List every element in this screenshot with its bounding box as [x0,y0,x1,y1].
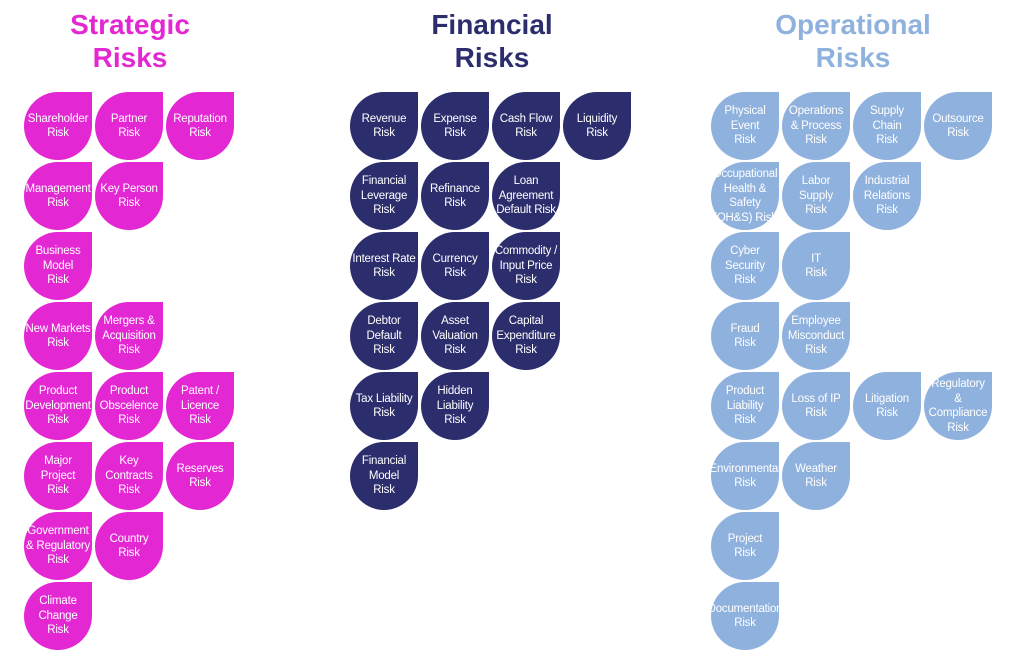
risk-tile: Major Project Risk [24,442,92,510]
risk-tile: Interest Rate Risk [350,232,418,300]
risk-tile: Occupational Health & Safety (OH&S) Risk [711,162,779,230]
financial-title: Financial Risks [431,9,553,73]
risk-tile: Shareholder Risk [24,92,92,160]
risk-tile: Partner Risk [95,92,163,160]
risk-tile: Patent / Licence Risk [166,372,234,440]
risk-tile: Government & Regulatory Risk [24,512,92,580]
risk-tile: Expense Risk [421,92,489,160]
risk-tile: Fraud Risk [711,302,779,370]
risk-tile: Environmental Risk [710,442,781,510]
risk-tile: Product Liability Risk [711,372,779,440]
risk-tile: Reserves Risk [166,442,234,510]
strategic-title: Strategic Risks [70,9,190,73]
risk-tile: Financial Model Risk [350,442,418,510]
risk-tile: New Markets Risk [24,302,92,370]
risk-tile: Loss of IP Risk [782,372,850,440]
risk-tile: Product Development Risk [24,372,92,440]
risk-tile: Debtor Default Risk [350,302,418,370]
risk-tile: Physical Event Risk [711,92,779,160]
risk-tile: Currency Risk [421,232,489,300]
risk-tile: Asset Valuation Risk [421,302,489,370]
risk-tile: Hidden Liability Risk [421,372,489,440]
risk-tile: Liquidity Risk [563,92,631,160]
risk-tile: Refinance Risk [421,162,489,230]
risk-tile: Labor Supply Risk [782,162,850,230]
risk-tile: Cyber Security Risk [711,232,779,300]
risk-tile: Climate Change Risk [24,582,92,650]
risk-tile: Key Person Risk [95,162,163,230]
risk-tile: Revenue Risk [350,92,418,160]
risk-tile: Operations & Process Risk [782,92,850,160]
risk-tile: Weather Risk [782,442,850,510]
risk-tile: Industrial Relations Risk [853,162,921,230]
risk-tile: Documentation Risk [708,582,783,650]
risk-tile: Capital Expenditure Risk [492,302,560,370]
operational-title: Operational Risks [775,9,931,73]
risk-tile: Litigation Risk [853,372,921,440]
risk-tile: Country Risk [95,512,163,580]
risk-tile: Financial Leverage Risk [350,162,418,230]
risk-tile: Regulatory & Compliance Risk [924,372,992,440]
risk-tile: Supply Chain Risk [853,92,921,160]
risk-tile: Reputation Risk [166,92,234,160]
risk-tile: Tax Liability Risk [350,372,418,440]
risk-tile: Outsource Risk [924,92,992,160]
risk-tile: Project Risk [711,512,779,580]
risk-tile: Employee Misconduct Risk [782,302,850,370]
risk-tile: Business Model Risk [24,232,92,300]
risk-tile: IT Risk [782,232,850,300]
risk-tile: Cash Flow Risk [492,92,560,160]
risk-tile: Product Obscelence Risk [95,372,163,440]
risk-tile: Mergers & Acquisition Risk [95,302,163,370]
risk-tile: Commodity / Input Price Risk [492,232,560,300]
risk-tile: Key Contracts Risk [95,442,163,510]
risk-tile: Management Risk [24,162,92,230]
risk-tile: Loan Agreement Default Risk [492,162,560,230]
